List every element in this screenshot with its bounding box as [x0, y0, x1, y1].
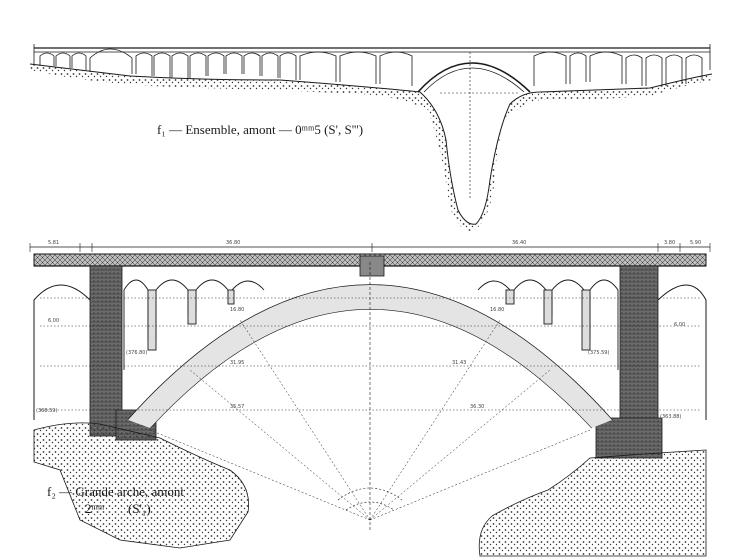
svg-text:35.57: 35.57: [230, 404, 244, 410]
level-lines: [40, 297, 700, 411]
svg-text:(376.80): (376.80): [126, 350, 147, 356]
svg-text:3.80: 3.80: [664, 240, 675, 246]
figure-1-caption: f₁ — Ensemble, amont — 0ᵐᵐ5 (S', S'''): [157, 122, 364, 137]
right-rock: [478, 449, 707, 557]
right-abutment: [619, 265, 659, 427]
figure-2-caption-sheet: (S'₁): [128, 501, 151, 516]
figure-1-ensemble: [29, 44, 713, 232]
dimension-annotations: 5.81 36.80 36.40 3.80 5.90 16.80 16.80 3…: [36, 240, 701, 420]
figure-2-caption-scale: 2ᵐᵐ: [85, 501, 105, 516]
svg-text:6.00: 6.00: [48, 318, 59, 324]
svg-text:(375.59): (375.59): [588, 350, 609, 356]
svg-text:36.40: 36.40: [512, 240, 526, 246]
left-approach-arch: [33, 284, 91, 420]
keystone: [359, 255, 385, 277]
svg-text:6.00: 6.00: [674, 322, 685, 328]
fig1-rock-hatching: [30, 64, 712, 232]
svg-text:5.81: 5.81: [48, 240, 59, 246]
svg-text:31.95: 31.95: [230, 360, 244, 366]
left-abutment: [89, 265, 123, 437]
figure-2-grande-arche: 5.81 36.80 36.40 3.80 5.90 16.80 16.80 3…: [29, 240, 711, 557]
left-spandrel-arcade: [123, 279, 265, 370]
fig1-right-arcade: [533, 51, 703, 86]
right-approach-arch: [657, 284, 707, 420]
right-spandrel-arcade: [477, 279, 619, 370]
construction-rays: [149, 319, 591, 521]
grand-arch-intrados: [149, 308, 593, 429]
svg-text:(363.88): (363.88): [660, 414, 681, 420]
svg-text:5.90: 5.90: [690, 240, 701, 246]
svg-text:36.30: 36.30: [470, 404, 484, 410]
svg-text:31.43: 31.43: [452, 360, 466, 366]
figure-2-caption-title: f₂ — Grande arche, amont: [47, 484, 185, 499]
svg-text:36.80: 36.80: [226, 240, 240, 246]
fig1-grand-arch: [417, 52, 531, 200]
left-rock: [33, 422, 249, 549]
fig1-left-arcade: [39, 48, 413, 86]
svg-text:(368.59): (368.59): [36, 408, 57, 414]
svg-text:16.80: 16.80: [230, 307, 244, 313]
svg-text:16.80: 16.80: [490, 307, 504, 313]
